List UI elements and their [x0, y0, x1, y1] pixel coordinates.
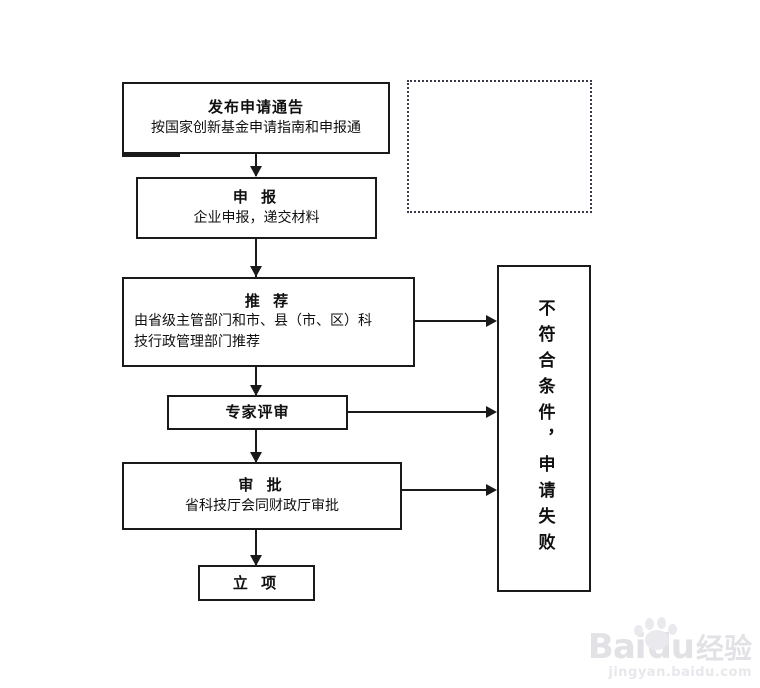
arrow-right-icon — [486, 484, 497, 496]
connector-announce-to-declare — [255, 154, 257, 176]
flow-node-recommend-desc-line2: 技行政管理部门推荐 — [134, 334, 260, 351]
arrow-down-icon — [250, 452, 262, 463]
connector-approval-to-project — [255, 530, 257, 565]
arrow-down-icon — [250, 555, 262, 566]
flow-node-expert-review-title: 专家评审 — [225, 403, 290, 422]
connector-recommend-to-expert — [255, 367, 257, 395]
flow-node-approval[interactable]: 审 批 省科技厅会同财政厅审批 — [122, 462, 402, 530]
flow-node-approval-title: 审 批 — [238, 476, 286, 495]
watermark-url: jingyan.baidu.com — [608, 665, 752, 680]
paw-print-icon — [632, 616, 678, 655]
arrow-right-icon — [486, 406, 497, 418]
connector-expert-to-reject — [348, 411, 491, 413]
watermark: Bai du 经验 jingyan.baidu.com — [588, 616, 752, 680]
placeholder-dotted-box[interactable] — [407, 80, 592, 213]
connector-approval-to-reject — [402, 489, 491, 491]
flow-node-announce-desc: 按国家创新基金申请指南和申报通 — [151, 119, 361, 136]
flow-node-reject-title: 不符合条件，申请失败 — [534, 298, 555, 559]
connector-expert-to-approval — [255, 430, 257, 462]
flow-node-recommend[interactable]: 推 荐 由省级主管部门和市、县（市、区）科 技行政管理部门推荐 — [122, 277, 415, 367]
watermark-brand-cn: 经验 — [695, 632, 752, 666]
flow-node-declare[interactable]: 申 报 企业申报，递交材料 — [136, 177, 377, 239]
flow-node-announce-title: 发布申请通告 — [207, 98, 304, 117]
connector-declare-to-recommend — [255, 239, 257, 277]
connector-recommend-to-reject — [415, 320, 491, 322]
flow-node-reject[interactable]: 不符合条件，申请失败 — [497, 265, 591, 592]
flow-node-recommend-title: 推 荐 — [244, 291, 293, 310]
flow-node-project-established[interactable]: 立 项 — [198, 565, 315, 601]
arrow-right-icon — [486, 315, 497, 327]
arrow-down-icon — [250, 385, 262, 396]
arrow-down-icon — [250, 166, 262, 177]
flow-node-approval-desc: 省科技厅会同财政厅审批 — [185, 497, 339, 514]
flow-node-declare-desc: 企业申报，递交材料 — [193, 209, 320, 226]
flow-node-recommend-desc-line1: 由省级主管部门和市、县（市、区）科 — [134, 313, 372, 330]
flow-node-announce[interactable]: 发布申请通告 按国家创新基金申请指南和申报通 — [122, 82, 390, 157]
flow-node-declare-title: 申 报 — [232, 188, 281, 207]
arrow-down-icon — [250, 266, 262, 277]
flow-node-project-established-title: 立 项 — [232, 573, 281, 592]
flow-node-expert-review[interactable]: 专家评审 — [167, 395, 348, 430]
